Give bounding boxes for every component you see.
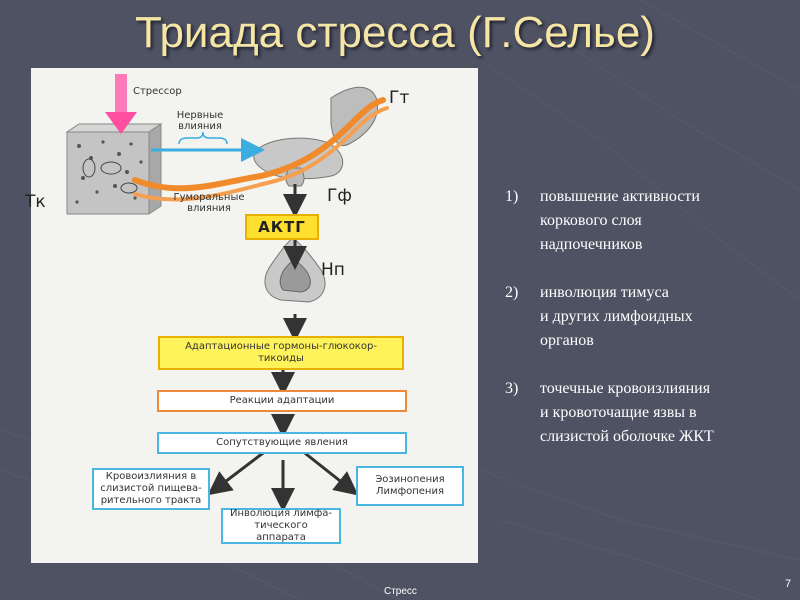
nerve-brace <box>178 131 228 145</box>
triad-line: повышение активности <box>540 188 700 205</box>
actg-box: АКТГ <box>245 214 319 240</box>
triad-number: 2) <box>505 284 519 301</box>
triad-line: коркового слоя <box>540 212 642 229</box>
triad-line: и других лимфоидных <box>540 308 693 325</box>
page-number: 7 <box>785 578 792 590</box>
accompanying-box: Сопутствующие явления <box>157 432 407 454</box>
humoral-path-2 <box>133 106 389 202</box>
nerve-influences-label: Нервные влияния <box>176 110 224 132</box>
triad-number: 3) <box>505 380 519 397</box>
triad-line: инволюция тимуса <box>540 284 669 301</box>
gf-label: Гф <box>327 186 352 206</box>
triad-item: 3) точечные кровоизлияния и кровоточащие… <box>505 377 795 449</box>
triad-list: 1) повышение активности коркового слоя н… <box>505 185 795 473</box>
triad-number: 1) <box>505 188 519 205</box>
triad-line: органов <box>540 332 594 349</box>
stressor-label: Стрессор <box>133 86 182 97</box>
humoral-influences-label: Гуморальные влияния <box>173 192 245 214</box>
triad-line: надпочечников <box>540 236 643 253</box>
flow-arrows <box>207 184 359 512</box>
humoral-path <box>132 97 386 192</box>
adaptation-hormones-box: Адаптационные гормоны-глюкокор-тикоиды <box>158 336 404 370</box>
slide-title: Триада стресса (Г.Селье) <box>135 8 655 57</box>
gt-label: Гт <box>389 88 410 108</box>
lymphopenia-label: Лимфопения <box>376 486 444 497</box>
eosinopenia-label: Эозинопения <box>375 474 445 485</box>
stressor-arrow <box>105 74 137 134</box>
involution-box: Инволюция лимфа-тического аппарата <box>221 508 341 544</box>
triad-line: слизистой оболочке ЖКТ <box>540 428 714 445</box>
triad-line: точечные кровоизлияния <box>540 380 711 397</box>
tissue-block <box>65 123 163 215</box>
hemorrhage-box: Кровоизлияния в слизистой пищева-рительн… <box>92 468 210 510</box>
adaptation-reactions-box: Реакции адаптации <box>157 390 407 412</box>
np-label: Нп <box>321 260 345 280</box>
diagram-graphics <box>65 74 389 512</box>
slide-footer: Стресс <box>384 586 417 597</box>
triad-item: 1) повышение активности коркового слоя н… <box>505 185 795 257</box>
triad-line: и кровоточащие язвы в <box>540 404 697 421</box>
tk-label: Тк <box>25 192 46 212</box>
stress-diagram: Стрессор Нервные влияния Гуморальные вли… <box>25 68 478 563</box>
eosinopenia-box: Эозинопения Лимфопения <box>356 466 464 506</box>
triad-item: 2) инволюция тимуса и других лимфоидных … <box>505 281 795 353</box>
